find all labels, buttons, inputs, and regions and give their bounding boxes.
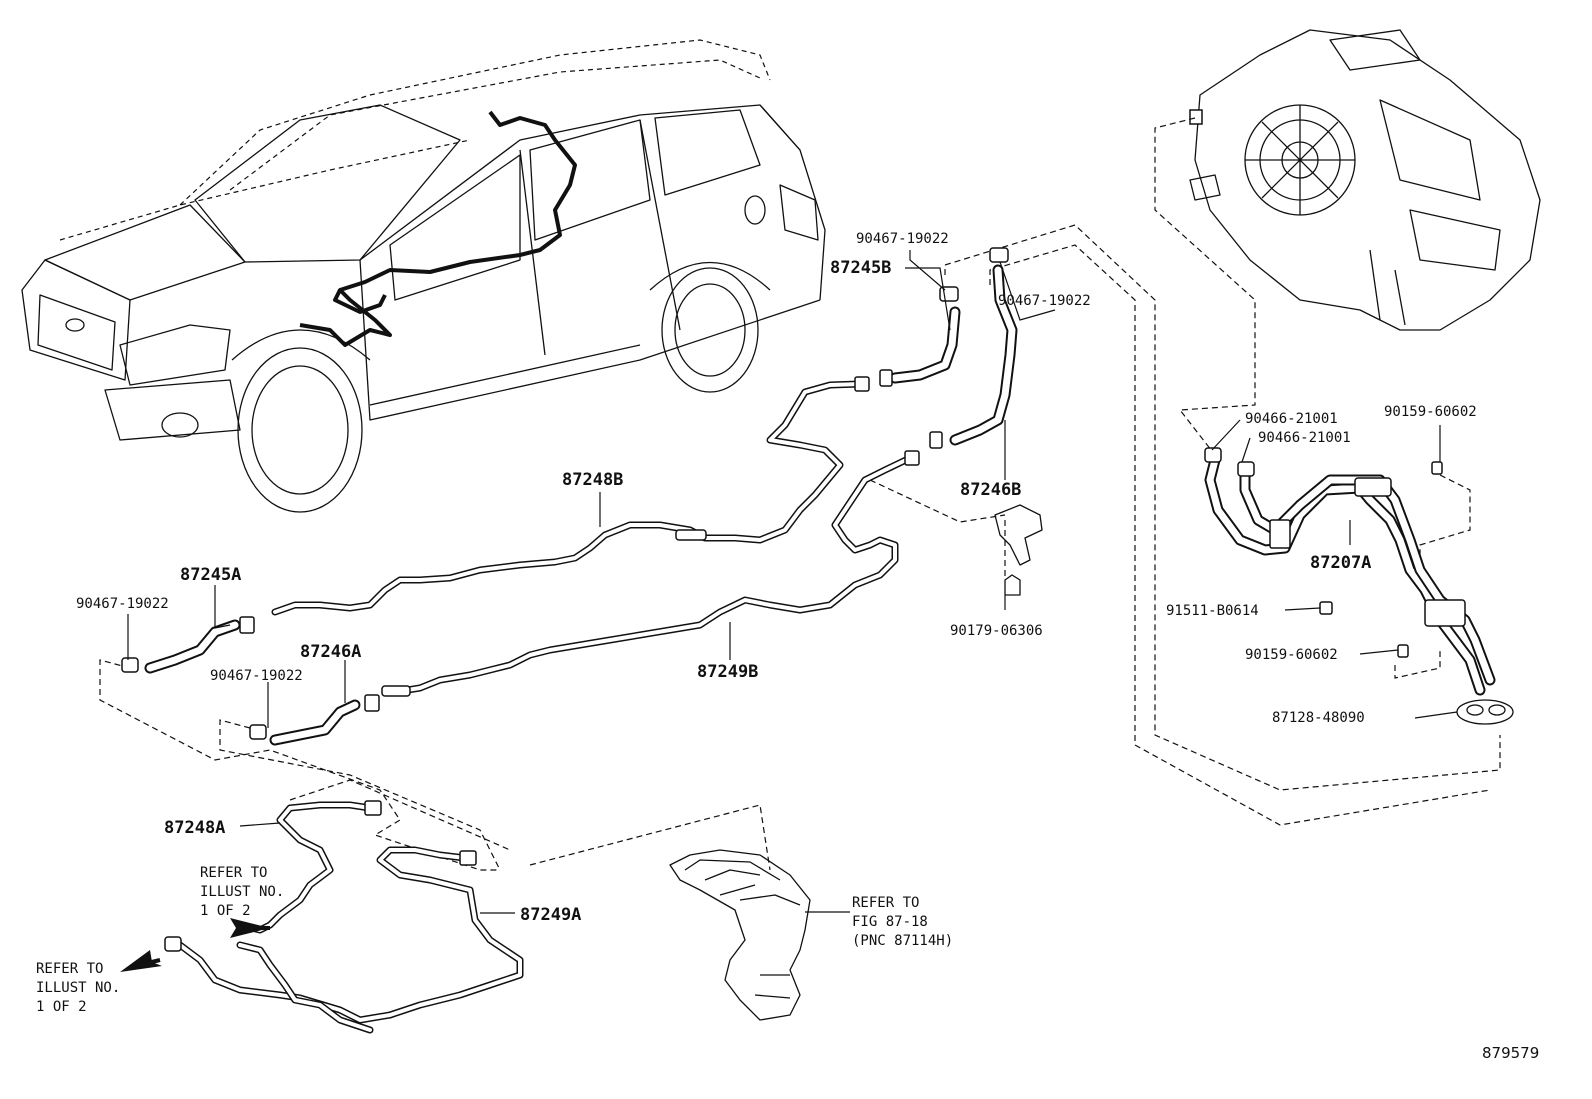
label-87245B: 87245B xyxy=(830,258,891,278)
label-87248B: 87248B xyxy=(562,470,623,490)
refer-illust-a-line2: ILLUST NO. xyxy=(200,884,284,900)
hose-87245A xyxy=(121,616,255,674)
hose-87246A xyxy=(249,694,380,746)
refer-illust-b-line1: REFER TO xyxy=(36,961,103,977)
label-87128-48090: 87128-48090 xyxy=(1272,710,1365,726)
refer-illust-a-line1: REFER TO xyxy=(200,865,267,881)
refer-illust-b-line2: ILLUST NO. xyxy=(36,980,120,996)
refer-fig-line2: FIG 87-18 xyxy=(852,914,928,930)
bracket-90179-06306 xyxy=(994,504,1043,596)
pipe-87248A xyxy=(236,800,382,934)
label-90159-60602-b: 90159-60602 xyxy=(1245,647,1338,663)
label-87245A: 87245A xyxy=(180,565,241,585)
pipe-87249B xyxy=(381,450,920,697)
label-90179-06306: 90179-06306 xyxy=(950,623,1043,639)
arrow-icon xyxy=(120,950,162,972)
label-87249A: 87249A xyxy=(520,905,581,925)
pipe-87248B xyxy=(271,376,870,616)
label-87207A: 87207A xyxy=(1310,553,1371,573)
refer-fig-line3: (PNC 87114H) xyxy=(852,933,953,949)
pipe-lower-run xyxy=(236,941,374,1034)
vehicle-outline xyxy=(21,39,826,513)
label-90467-19022-a: 90467-19022 xyxy=(856,231,949,247)
label-90159-60602-a: 90159-60602 xyxy=(1384,404,1477,420)
assembly-dashed-lines xyxy=(99,117,1501,871)
label-90466-21001-b: 90466-21001 xyxy=(1258,430,1351,446)
label-87246B: 87246B xyxy=(960,480,1021,500)
refer-illust-b-line3: 1 OF 2 xyxy=(36,999,87,1015)
air-duct xyxy=(669,849,811,1021)
label-90466-21001-a: 90466-21001 xyxy=(1245,411,1338,427)
pipe-87249A xyxy=(164,846,524,1024)
label-87249B: 87249B xyxy=(697,662,758,682)
refer-fig-line1: REFER TO xyxy=(852,895,919,911)
hose-87246B xyxy=(929,247,1018,449)
leader-lines xyxy=(127,250,1458,914)
label-87246A: 87246A xyxy=(300,642,361,662)
label-91511-B0614: 91511-B0614 xyxy=(1166,603,1259,619)
label-90467-19022-d: 90467-19022 xyxy=(210,668,303,684)
refer-illust-a-line3: 1 OF 2 xyxy=(200,903,251,919)
label-87248A: 87248A xyxy=(164,818,225,838)
hose-87207A xyxy=(1204,447,1496,696)
hose-87245B xyxy=(879,286,961,387)
label-90467-19022-c: 90467-19022 xyxy=(76,596,169,612)
refer-arrows xyxy=(120,918,270,972)
label-90467-19022-b: 90467-19022 xyxy=(998,293,1091,309)
fasteners xyxy=(1319,461,1443,658)
heater-unit xyxy=(1189,29,1541,331)
diagram-number: 879579 xyxy=(1482,1044,1539,1062)
grommet-87128-48090 xyxy=(1456,699,1514,725)
